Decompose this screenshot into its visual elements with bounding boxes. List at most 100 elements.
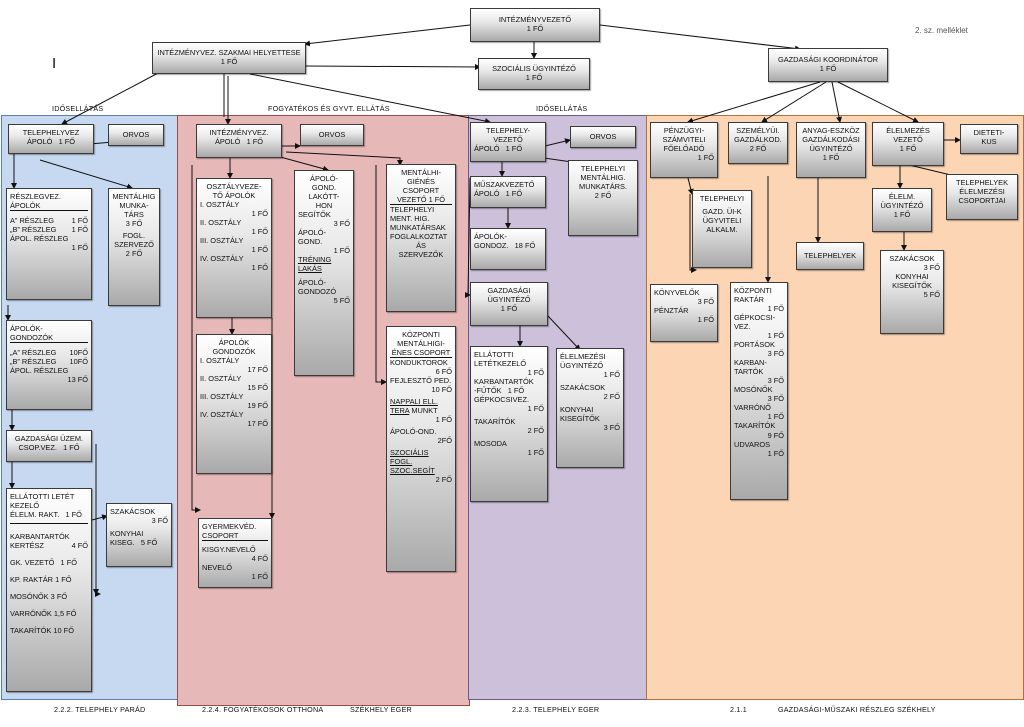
blue-mental-l4: SZERVEZŐ	[114, 240, 154, 250]
red-gy-l0: GYERMEKVÉD.	[202, 522, 257, 531]
purple-el-l2: 1 fő	[603, 370, 620, 380]
or-rk-l1: RAKTÁR	[734, 295, 764, 305]
red-mc-l6: MENT. HIG.	[390, 214, 430, 224]
blue-reszleg-apol: ÁPOL. RÉSZLEG	[10, 234, 69, 244]
red-lak-l7: GOND.	[298, 237, 323, 247]
or-th-l1: GAZD. ÜI-K	[702, 207, 742, 217]
or-kv-l3: 1 fő	[697, 315, 714, 325]
blue-ell-moso-count: 3 fő	[50, 592, 68, 602]
red-orvos-label: ORVOS	[318, 130, 346, 139]
orange-telephelyek-box: TELEPHELYEK	[796, 242, 864, 270]
red-lak-l3: HON	[315, 201, 333, 211]
blue-ell-moso: MOSÓNŐK	[10, 592, 49, 602]
or-an-l1: GAZDÁLKODÁSI	[802, 135, 860, 145]
purple-elelm-box: ÉLELMEZÉSI ÜGYINTÉZŐ 1 fő SZAKÁCSOK 2 fő…	[556, 348, 624, 468]
red-kozponti-box: KÖZPONTI MENTÁLHIGI- ÉNES CSOPORT KONDUK…	[386, 326, 456, 572]
or-pz-l3: 1 fő	[697, 153, 714, 163]
or-th-l2: ÜGYVITELI	[702, 216, 742, 226]
or-rk-l2: 1 fő	[767, 304, 784, 314]
or-rk-l14: 1 fő	[767, 412, 784, 422]
purple-gondoz-box: ÁPOLÓK- GONDOZ. 18 fő	[470, 228, 546, 270]
blue-gondozok-apol: ÁPOL. RÉSZLEG	[10, 366, 69, 376]
economic-title: GAZDASÁGI KOORDINÁTOR	[777, 55, 879, 64]
purple-head-l1: VEZETŐ	[493, 135, 523, 145]
orange-raktar-box: KÖZPONTI RAKTÁR 1 fő GÉPKOCSI- VEZ. 1 fő…	[730, 282, 788, 500]
deputy-box: INTÉZMÉNYVEZ. SZAKMAI HELYETTESE 1 fő	[152, 42, 306, 74]
red-mc-l2: CSOPORT	[402, 186, 440, 196]
red-gond-1c: 17 fő	[247, 365, 268, 375]
red-oszt-l1: TŐ ÁPOLÓK	[212, 191, 256, 201]
red-mc-l3: VEZETŐ	[396, 195, 427, 205]
or-dt-l0: DIETETI-	[973, 128, 1005, 137]
roman-numeral: I	[52, 55, 57, 72]
red-head-count: 1 fő	[246, 137, 264, 147]
blue-head-title: TELEPHELYVEZ	[22, 128, 80, 137]
section-elderly-2: IDŐSELLÁTÁS	[536, 104, 588, 113]
or-an-l2: ÜGYINTÉZŐ	[809, 144, 853, 154]
red-lak-l9: TRÉNING	[298, 255, 332, 265]
or-sk-l2: KONYHAI	[895, 272, 929, 282]
red-oszt-3c: 1 fő	[251, 245, 268, 255]
red-gondozok-box: ÁPOLÓK GONDOZÓK I. OSZTÁLY 17 fő II. OSZ…	[196, 334, 272, 474]
blue-reszleg-l1: ÁPOLÓK	[10, 201, 88, 212]
red-mc-l4: 1 fő	[428, 195, 446, 205]
purple-el-l7: 3 fő	[603, 423, 620, 433]
or-pz-l0: PÉNZÜGYI-	[663, 126, 705, 135]
or-rk-l8: KARBAN-	[734, 358, 767, 368]
red-kz-l15: SZOC.SEGÍT	[390, 466, 435, 476]
blue-ell-karb: KARBANTARTÓK	[10, 532, 70, 542]
red-lak-l6: ÁPOLÓ-	[298, 228, 326, 238]
blue-gondozok-l0: ÁPOLÓK-	[10, 324, 43, 333]
or-te-l0: TELEPHELYEK	[955, 178, 1009, 187]
blue-ell-kertesz: KERTÉSZ	[10, 541, 44, 551]
orange-dietetikus-box: DIETETI- KUS	[960, 124, 1018, 154]
blue-ell-raktar: ÉLELM. RAKT.	[10, 510, 60, 520]
or-sk-l3: KISEGÍTŐK	[892, 281, 932, 291]
red-gond-2: II. OSZTÁLY	[200, 374, 242, 384]
red-oszt-2c: 1 fő	[251, 227, 268, 237]
red-mentalcsop-box: MENTÁLHI- GIÉNÉS CSOPORT VEZETŐ 1 fő TEL…	[386, 164, 456, 312]
red-head-title: INTÉZMÉNYVEZ.	[209, 128, 269, 137]
blue-reszleg-apol-count: 1 fő	[71, 243, 88, 253]
director-title: INTÉZMÉNYVEZETŐ	[498, 15, 572, 24]
red-gond-l1: GONDOZÓK	[212, 347, 256, 357]
red-gond-3: III. OSZTÁLY	[200, 392, 244, 402]
or-rk-l17: UDVAROS	[734, 439, 770, 449]
red-gy-l4: NEVELŐ	[202, 563, 232, 573]
red-gond-1: I. OSZTÁLY	[200, 356, 240, 366]
red-oszt-2: II. OSZTÁLY	[200, 218, 242, 228]
or-sk-l4: 5 fő	[923, 290, 940, 300]
blue-szakacsok-box: SZAKÁCSOK 3 fő KONYHAI KISEG. 5 fő	[106, 503, 172, 567]
purple-ell-l0: ELLÁTOTTI	[474, 350, 514, 359]
or-rk-l7: 3 fő	[767, 349, 784, 359]
purple-gazd-l1: ÜGYINTÉZŐ	[487, 295, 531, 305]
economic-box: GAZDASÁGI KOORDINÁTOR 1 fő	[768, 48, 888, 82]
red-lak-l10: LAKÁS	[298, 264, 322, 274]
or-rk-l12: 3 fő	[767, 394, 784, 404]
red-mc-l5: TELEPHELYI	[390, 205, 435, 215]
blue-ell-takar-count: 10 fő	[53, 626, 74, 636]
blue-ell-gk: GK. VEZETŐ	[10, 558, 55, 568]
or-tk-label: TELEPHELYEK	[803, 251, 857, 260]
blue-szak-l2: KONYHAI	[110, 529, 144, 539]
blue-szak-l1: 3 fő	[151, 516, 168, 526]
or-te-l2: CSOPORTJAI	[958, 196, 1006, 206]
orange-konyvelok-box: KÖNYVELŐK 3 fő PÉNZTÁR 1 fő	[650, 284, 718, 342]
or-rk-l5: 1 fő	[767, 331, 784, 341]
purple-ell-l8: TAKARÍTÓK	[474, 417, 516, 427]
or-kv-l0: KÖNYVELŐK	[654, 288, 700, 297]
or-rk-l10: 3 fő	[767, 376, 784, 386]
orange-penzugy-box: PÉNZÜGYI- SZÁMVITELI FŐELŐADÓ 1 fő	[650, 122, 718, 178]
or-rk-l18: 1 fő	[767, 448, 784, 458]
blue-reszleg-a: A” RÉSZLEG	[10, 216, 54, 226]
footer-gmr: GAZDASÁGI-MŰSZAKI RÉSZLEG SZÉKHELY	[778, 705, 936, 714]
red-gyermek-box: GYERMEKVÉD. CSOPORT KISGY.NEVELŐ 4 fő NE…	[198, 518, 272, 588]
blue-mental-box: MENTÁLHIG MUNKA-TÁRS 3 fő FOGL. SZERVEZŐ…	[108, 188, 160, 306]
purple-head-l0: TELEPHELY-	[486, 126, 530, 135]
red-lak-l11: ÁPOLÓ-	[298, 278, 326, 288]
footer-parad: 2.2.2. TELEPHELY PARÁD	[54, 705, 146, 714]
or-rk-l0: KÖZPONTI	[734, 286, 772, 295]
orange-anyag-box: ANYAG-ESZKÖZ GAZDÁLKODÁSI ÜGYINTÉZŐ 1 fő	[796, 122, 866, 178]
blue-mental-l3: FOGL.	[122, 231, 146, 241]
blue-szak-l0: SZAKÁCSOK	[110, 507, 156, 516]
